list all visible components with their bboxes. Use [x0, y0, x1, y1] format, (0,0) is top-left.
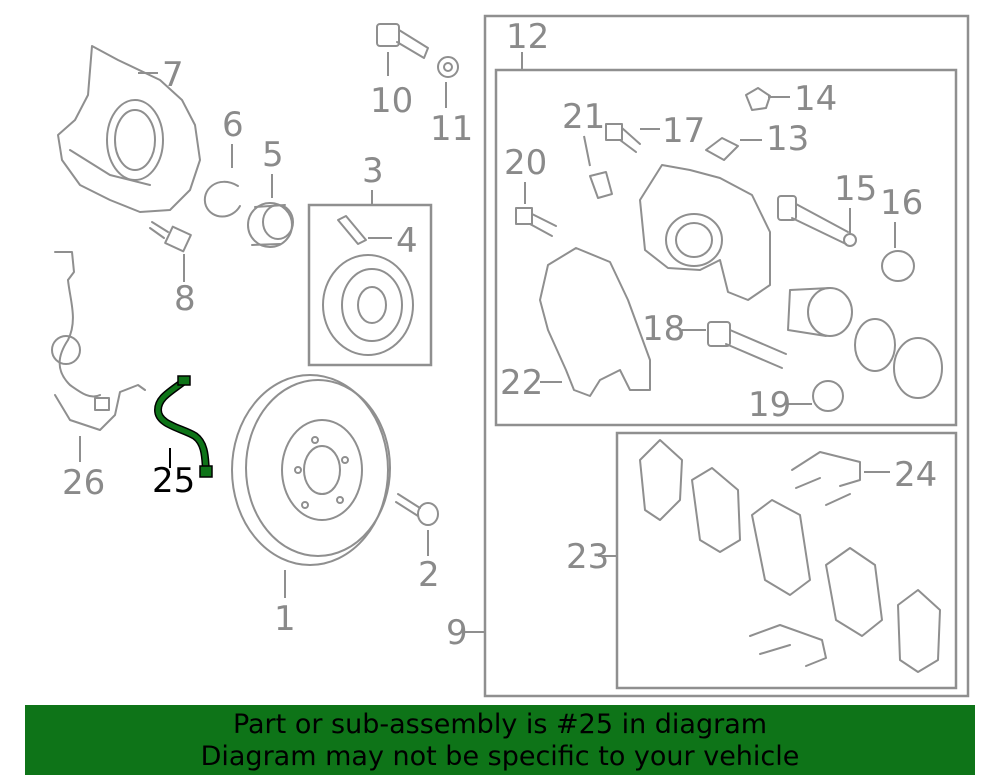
- cap-part-13: [705, 137, 739, 161]
- pad-left: [751, 499, 811, 596]
- callout-25: 25: [152, 461, 195, 501]
- callout-18: 18: [642, 309, 685, 349]
- hub-bolt-part-4: [337, 215, 367, 245]
- shim-left: [639, 439, 683, 521]
- callout-5: 5: [262, 135, 284, 175]
- callout-22: 22: [500, 363, 543, 403]
- callout-26: 26: [62, 463, 105, 503]
- shim-right: [897, 589, 941, 673]
- callout-4: 4: [396, 221, 418, 261]
- clip-part-14: [745, 87, 771, 111]
- pad-plate-left: [691, 467, 741, 553]
- hub-part-3: [322, 254, 414, 356]
- callout-19: 19: [748, 385, 791, 425]
- bleeder-part-21: [589, 171, 613, 199]
- callout-8: 8: [174, 279, 196, 319]
- boot-part-16: [881, 250, 915, 282]
- boot-part-19: [812, 380, 844, 412]
- callout-6: 6: [222, 105, 244, 145]
- box-3-hub: [307, 203, 433, 367]
- clips-bottom: [749, 624, 827, 667]
- brake-rotor-part-1: [231, 374, 391, 566]
- callout-14: 14: [794, 79, 837, 119]
- brake-hose-part-25: [153, 375, 213, 478]
- bolt-part-8: [149, 221, 192, 253]
- guide-pin-part-18: [707, 321, 787, 369]
- abs-sensor-part-26: [51, 251, 146, 431]
- seal: [854, 318, 896, 372]
- bearing-part-5: [247, 202, 294, 248]
- notice-banner: Part or sub-assembly is #25 in diagram D…: [25, 705, 975, 775]
- box-9-caliper-assembly: [483, 14, 970, 698]
- callout-10: 10: [370, 81, 413, 121]
- snap-ring-part-6: [203, 180, 241, 218]
- callout-23: 23: [566, 537, 609, 577]
- pad-right: [825, 547, 883, 637]
- dust-shield-part-7: [57, 45, 201, 213]
- clips-part-24: [791, 451, 861, 506]
- banner-line-2: Diagram may not be specific to your vehi…: [200, 741, 800, 772]
- callout-15: 15: [834, 169, 877, 209]
- callout-3: 3: [362, 151, 384, 191]
- callout-9: 9: [446, 613, 468, 653]
- callout-1: 1: [274, 599, 296, 639]
- callout-17: 17: [662, 111, 705, 151]
- bolt-part-10: [376, 23, 429, 59]
- callout-16: 16: [880, 183, 923, 223]
- bolt-part-20: [515, 207, 557, 237]
- dust-boot: [893, 337, 943, 399]
- bracket-part-22: [539, 247, 651, 397]
- banner-line-1: Part or sub-assembly is #25 in diagram: [232, 709, 768, 740]
- callout-2: 2: [418, 555, 440, 595]
- callout-12: 12: [506, 17, 549, 57]
- piston: [787, 287, 853, 337]
- callout-7: 7: [162, 55, 184, 95]
- bolt-part-2: [395, 493, 439, 526]
- box-23-pads: [615, 431, 958, 690]
- callout-24: 24: [894, 455, 937, 495]
- callout-11: 11: [430, 109, 473, 149]
- caliper-body: [639, 164, 771, 301]
- callout-20: 20: [504, 143, 547, 183]
- leader-lines: [79, 52, 896, 633]
- callout-21: 21: [562, 97, 605, 137]
- nut-part-11: [437, 56, 459, 78]
- callout-13: 13: [766, 119, 809, 159]
- box-12-caliper: [494, 68, 958, 427]
- bleeder-part-17: [605, 123, 641, 153]
